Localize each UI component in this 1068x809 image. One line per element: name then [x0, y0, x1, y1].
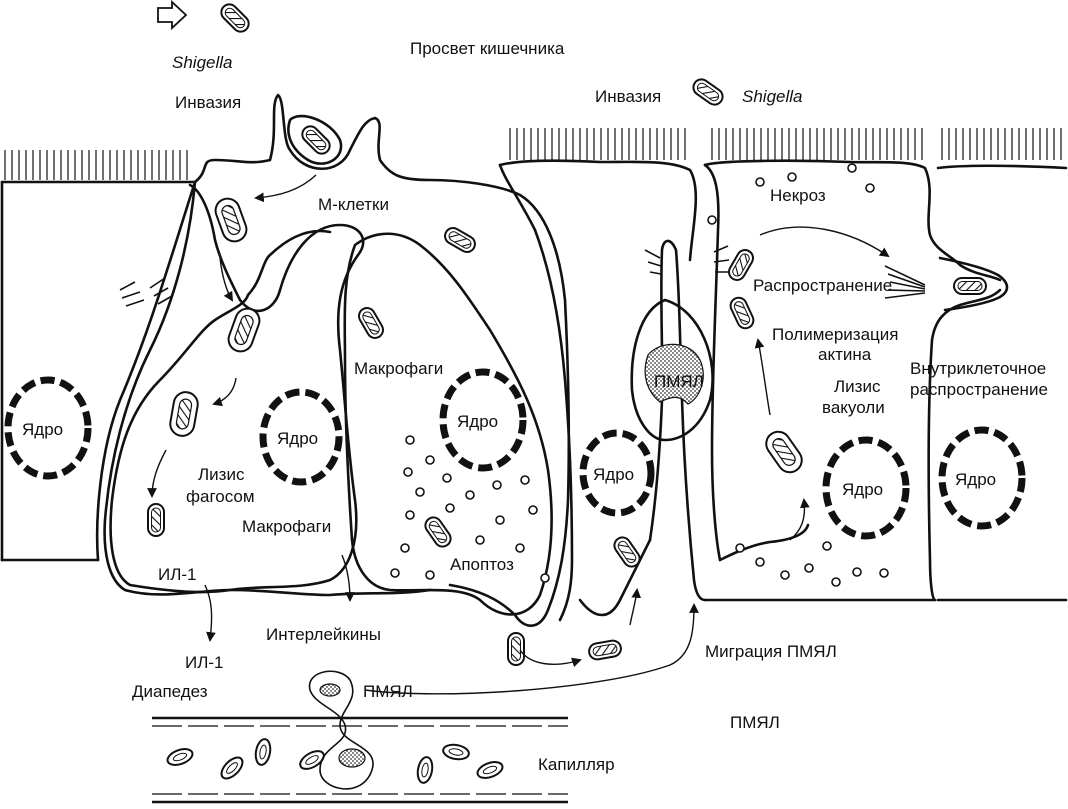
nucleus-6: Ядро [938, 426, 1026, 530]
nucleus-5: Ядро [822, 436, 910, 540]
diapedesis-label: Диапедез [132, 682, 208, 701]
macrophages-label-upper: Макрофаги [354, 359, 443, 378]
pmn-arrow-icon [157, 0, 188, 31]
capillary-label: Капилляр [538, 755, 615, 774]
intracellular-spread-label-2: распространение [910, 380, 1048, 399]
vacuole-lysis-label-1: Лизис [834, 377, 881, 396]
pmn-migration-label: Миграция ПМЯЛ [705, 642, 837, 661]
actin-polymerization-label-1: Полимеризация [772, 325, 899, 344]
spread-effect-lines [884, 265, 926, 299]
nucleus-2: Ядро [259, 388, 343, 486]
actin-polymerization-label-2: актина [818, 345, 872, 364]
microvilli-left [0, 150, 197, 184]
macrophage-right [343, 232, 554, 616]
nucleus-4: Ядро [579, 429, 655, 517]
nucleus-3: Ядро [439, 368, 527, 472]
svg-text:Ядро: Ядро [593, 465, 634, 484]
microvilli-middle [509, 128, 686, 160]
macrophage-left [109, 183, 365, 594]
m-cells-label: М-клетки [318, 195, 389, 214]
microvilli-right [711, 128, 1062, 160]
shigella-label-top: Shigella [172, 53, 233, 72]
svg-text:Ядро: Ядро [22, 420, 63, 439]
il1-label-upper: ИЛ-1 [158, 565, 197, 584]
pmn-cell-in-epithelium: ПМЯЛ [630, 298, 714, 442]
phagosome-lysis-label-2: фагосом [186, 487, 255, 506]
interleukins-label: Интерлейкины [266, 625, 381, 644]
invasion-label-right: Инвазия [595, 87, 661, 106]
apoptosis-label: Апоптоз [450, 555, 514, 574]
particles [390, 163, 889, 587]
invasion-label-left: Инвазия [175, 93, 241, 112]
svg-text:Ядро: Ядро [842, 480, 883, 499]
intracellular-spread-label-1: Внутриклеточное [910, 359, 1046, 378]
capillary [152, 716, 568, 804]
il1-label-lower: ИЛ-1 [185, 653, 224, 672]
pmn-diapedesis-label: ПМЯЛ [363, 682, 413, 701]
shigella-label-right: Shigella [742, 87, 803, 106]
pmn-diapedesis [308, 670, 374, 790]
m-cell [103, 93, 571, 627]
macrophages-label-lower: Макрофаги [242, 517, 331, 536]
necrosis-label: Некроз [770, 186, 826, 205]
vacuole-lysis-label-2: вакуоли [822, 398, 885, 417]
phagosome-lysis-label-1: Лизис [198, 465, 245, 484]
svg-text:Ядро: Ядро [457, 412, 498, 431]
labels: Shigella Просвет кишечника Инвазия Инваз… [132, 39, 1048, 774]
arrows [147, 174, 890, 695]
nucleus-1: Ядро [4, 376, 92, 480]
pmn-label-right: ПМЯЛ [730, 713, 780, 732]
svg-text:Ядро: Ядро [277, 429, 318, 448]
svg-text:Ядро: Ядро [955, 470, 996, 489]
spread-label: Распространение [753, 276, 892, 295]
stress-lines [119, 245, 730, 307]
right-epithelial-cell [703, 159, 1068, 602]
lumen-label: Просвет кишечника [410, 39, 565, 58]
left-epithelial-cell [0, 180, 197, 562]
pmn-label-in-cell: ПМЯЛ [654, 372, 704, 391]
